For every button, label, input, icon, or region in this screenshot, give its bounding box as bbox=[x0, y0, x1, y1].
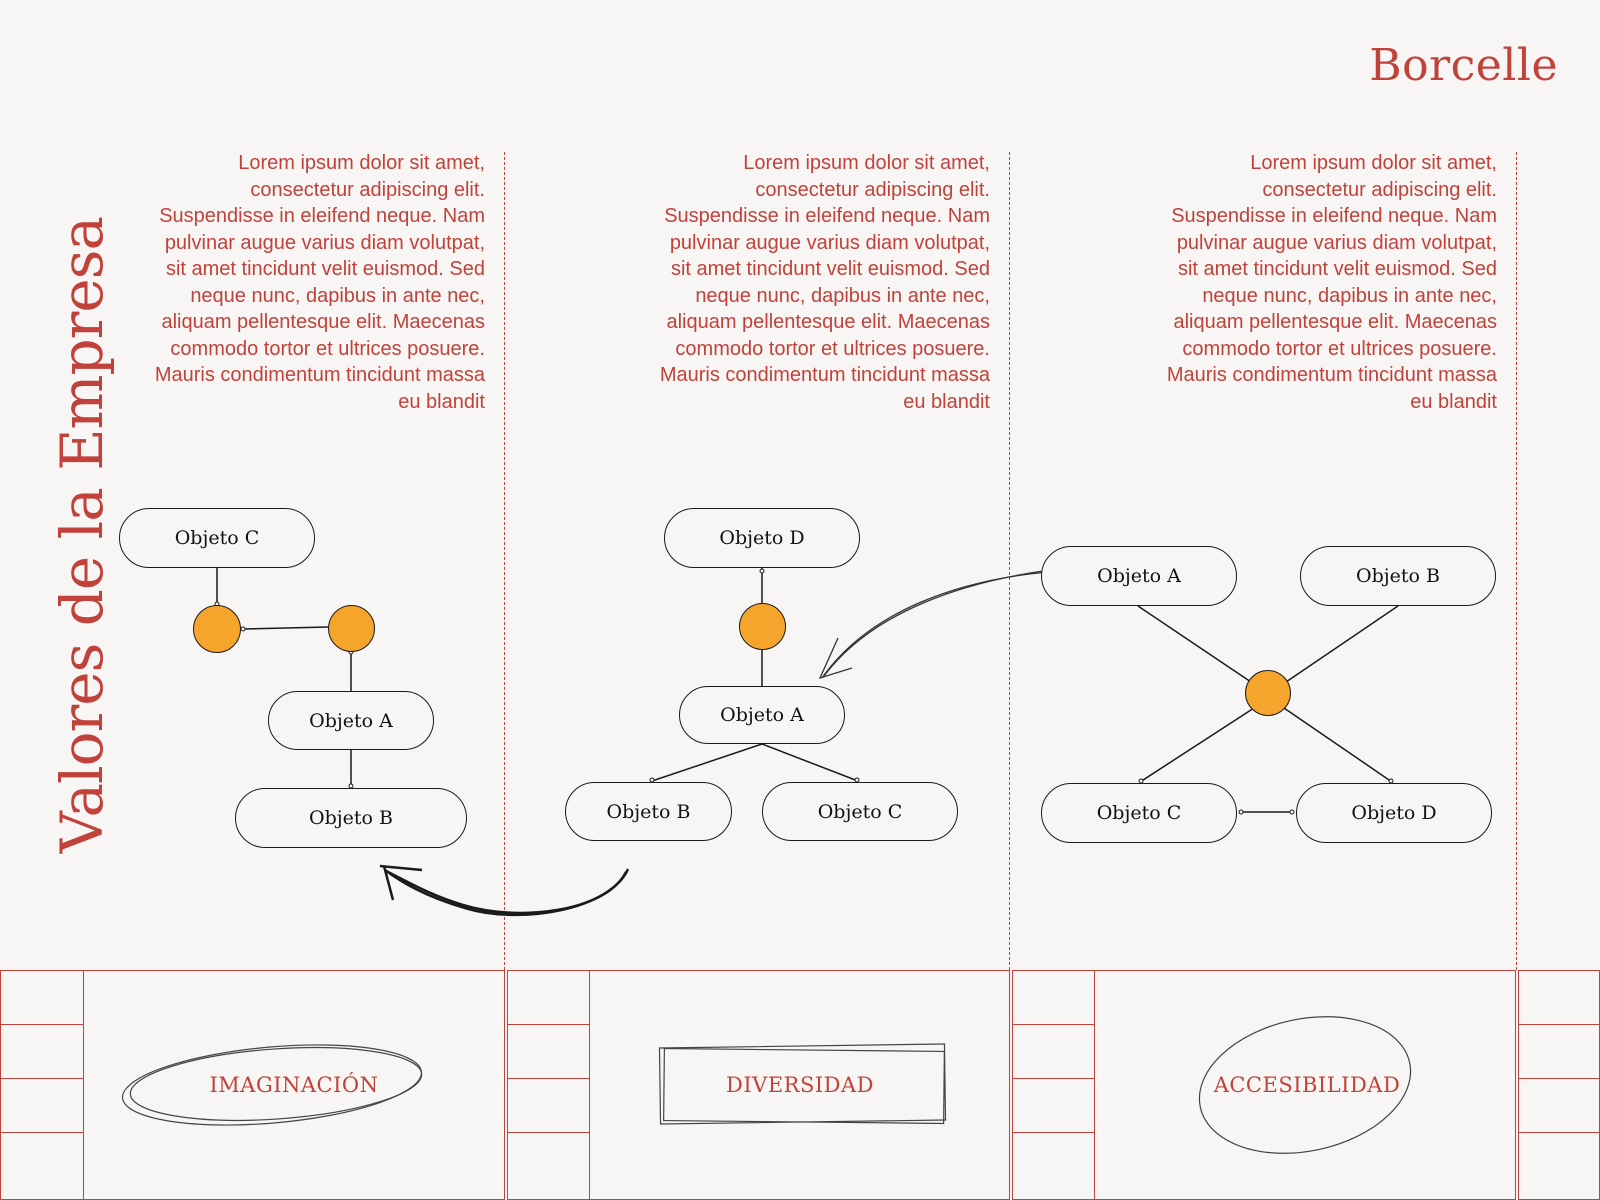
curved-arrow-icon bbox=[818, 569, 1051, 680]
brand-logo: Borcelle bbox=[1369, 40, 1558, 91]
node-dot bbox=[739, 603, 786, 650]
node-dot bbox=[1245, 670, 1291, 716]
curved-arrow-icon bbox=[379, 864, 630, 917]
diagram-3-node: Objeto D bbox=[1296, 783, 1492, 843]
connector-line bbox=[761, 743, 859, 782]
diagram-2-node: Objeto A bbox=[679, 686, 845, 744]
diagram-2-node: Objeto D bbox=[664, 508, 860, 568]
diagram-1-node: Objeto C bbox=[119, 508, 315, 568]
value-label-2: DIVERSIDAD bbox=[726, 1073, 874, 1097]
diagram-2-node: Objeto C bbox=[762, 782, 958, 841]
column-2-text: Lorem ipsum dolor sit amet, consectetur … bbox=[659, 152, 990, 413]
column-3-text: Lorem ipsum dolor sit amet, consectetur … bbox=[1166, 152, 1497, 413]
diagram-2-node: Objeto B bbox=[565, 782, 732, 841]
column-divider bbox=[504, 152, 505, 970]
diagram-1-node: Objeto B bbox=[235, 788, 467, 848]
connector-line bbox=[1137, 605, 1252, 683]
diagram-3-node: Objeto A bbox=[1041, 546, 1237, 606]
column-1-text: Lorem ipsum dolor sit amet, consectetur … bbox=[154, 152, 485, 413]
sketch-ellipse-icon bbox=[1198, 1016, 1412, 1154]
connector-line bbox=[241, 626, 329, 630]
diagram-3-node: Objeto C bbox=[1041, 783, 1237, 843]
column-divider bbox=[1009, 152, 1010, 970]
node-dot bbox=[328, 605, 375, 652]
connector-line bbox=[1139, 707, 1255, 783]
node-dot bbox=[193, 605, 241, 653]
column-divider bbox=[1516, 152, 1517, 970]
diagram-3-node: Objeto B bbox=[1300, 546, 1496, 606]
connector-line bbox=[651, 743, 763, 782]
diagram-1-node: Objeto A bbox=[268, 691, 434, 750]
value-label-1: IMAGINACIÓN bbox=[209, 1073, 379, 1097]
value-label-3: ACCESIBILIDAD bbox=[1213, 1073, 1401, 1097]
connector-line bbox=[1283, 707, 1393, 783]
connector-line bbox=[1285, 605, 1399, 683]
